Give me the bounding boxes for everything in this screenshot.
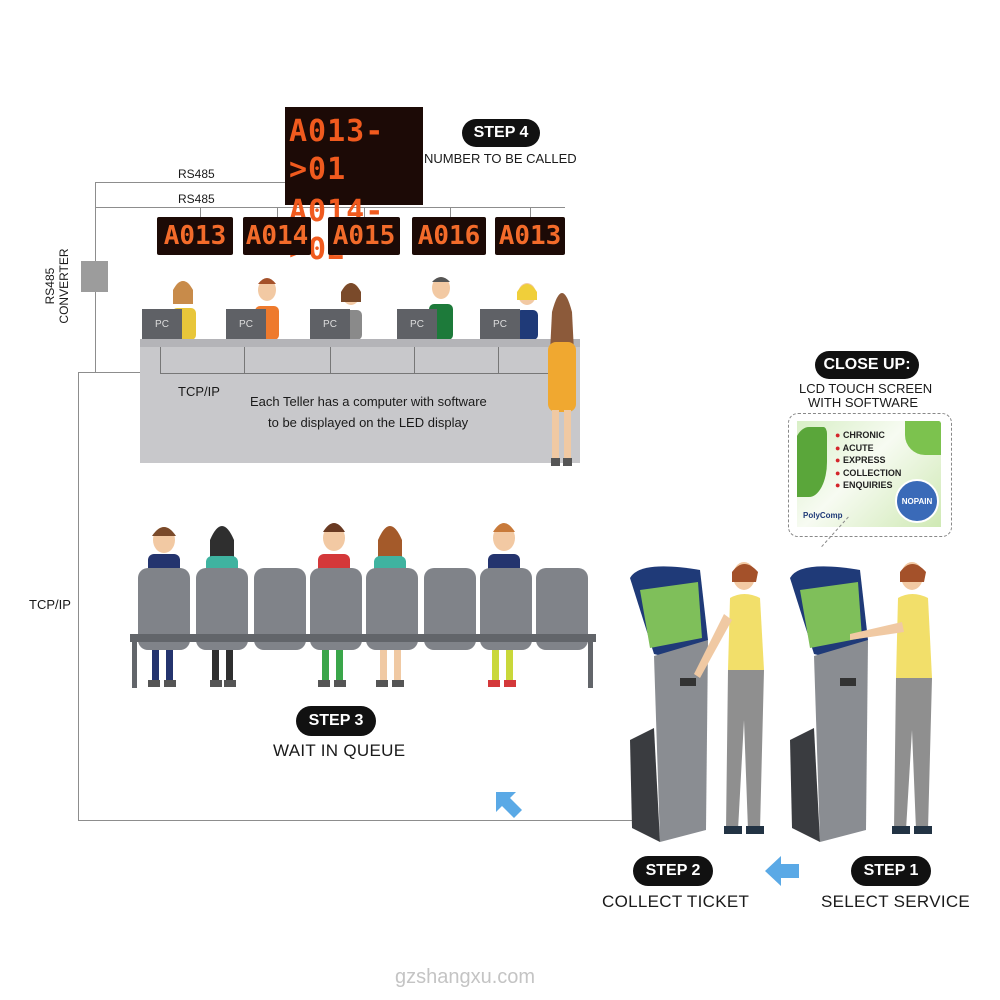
pc-monitor-4: PC xyxy=(397,309,437,339)
watermark: gzshangxu.com xyxy=(395,966,535,989)
leaf-decoration xyxy=(905,421,941,455)
kiosk-step2 xyxy=(620,560,780,850)
step4-pill: STEP 4 xyxy=(462,119,540,147)
tcpip-left-line xyxy=(78,372,79,820)
brand-logo: PolyComp xyxy=(803,511,843,520)
pc-label: PC xyxy=(155,319,169,330)
leaf-decoration xyxy=(797,427,827,497)
counter-display-5: A013 xyxy=(495,217,565,255)
lcd-screen-closeup: ● CHRONIC ● ACUTE ● EXPRESS ● COLLECTION… xyxy=(797,421,941,527)
counter-divider xyxy=(498,347,499,373)
rs485-vertical-line xyxy=(95,182,96,262)
rs485-line-top xyxy=(95,182,285,183)
counter-display-3: A015 xyxy=(328,217,400,255)
pc-monitor-5: PC xyxy=(480,309,520,339)
close-up-pill: CLOSE UP: xyxy=(815,351,919,379)
counter-divider xyxy=(244,347,245,373)
step1-caption: SELECT SERVICE xyxy=(821,892,970,912)
main-display-line1: A013->01 xyxy=(285,107,423,189)
arrow-step1-to-step2 xyxy=(765,856,801,886)
step2-pill: STEP 2 xyxy=(633,856,713,886)
pc-label: PC xyxy=(410,319,424,330)
drop-line xyxy=(450,207,451,217)
menu-item-express[interactable]: ● EXPRESS xyxy=(835,454,901,467)
tcpip-bottom-line xyxy=(78,820,638,821)
converter-down-line xyxy=(95,292,96,372)
kiosk-step1 xyxy=(780,560,960,850)
menu-item-enquiries[interactable]: ● ENQUIRIES xyxy=(835,479,901,492)
step2-caption: COLLECT TICKET xyxy=(602,892,749,912)
drop-line xyxy=(277,207,278,217)
pc-label: PC xyxy=(239,319,253,330)
counter-divider xyxy=(160,347,161,373)
arrow-step2-to-step3 xyxy=(494,790,524,820)
menu-item-collection[interactable]: ● COLLECTION xyxy=(835,467,901,480)
converter-label: RS485 CONVERTER xyxy=(43,231,71,341)
rs485-label-bottom: RS485 xyxy=(178,192,215,206)
counter-display-2: A014 xyxy=(243,217,311,255)
rs485-converter-box xyxy=(81,261,108,292)
counter-divider xyxy=(330,347,331,373)
rs485-label-top: RS485 xyxy=(178,167,215,181)
service-menu: ● CHRONIC ● ACUTE ● EXPRESS ● COLLECTION… xyxy=(835,429,901,492)
counter-note-line2: to be displayed on the LED display xyxy=(268,415,468,430)
pc-monitor-2: PC xyxy=(226,309,266,339)
step1-pill: STEP 1 xyxy=(851,856,931,886)
waiting-chairs xyxy=(130,510,600,690)
close-up-caption-line1: LCD TOUCH SCREEN xyxy=(799,381,932,396)
counter-note-line1: Each Teller has a computer with software xyxy=(250,394,487,409)
pc-monitor-1: PC xyxy=(142,309,182,339)
counter-display-1: A013 xyxy=(157,217,233,255)
pc-label: PC xyxy=(493,319,507,330)
nopain-badge: NOPAIN xyxy=(895,479,939,523)
counter-rail xyxy=(160,373,560,374)
tcpip-top-line xyxy=(78,372,140,373)
drop-line xyxy=(200,207,201,217)
pc-monitor-3: PC xyxy=(310,309,350,339)
pc-label: PC xyxy=(323,319,337,330)
step3-pill: STEP 3 xyxy=(296,706,376,736)
counter-display-4: A016 xyxy=(412,217,486,255)
counter-top-edge xyxy=(140,339,580,347)
step3-caption: WAIT IN QUEUE xyxy=(273,741,405,761)
counter-tcpip-label: TCP/IP xyxy=(178,384,220,399)
step4-caption: NUMBER TO BE CALLED xyxy=(424,151,577,166)
service-counter: TCP/IP Each Teller has a computer with s… xyxy=(140,339,580,463)
drop-line xyxy=(530,207,531,217)
left-tcpip-label: TCP/IP xyxy=(29,597,71,612)
menu-item-chronic[interactable]: ● CHRONIC xyxy=(835,429,901,442)
waiting-legs xyxy=(148,650,516,687)
main-led-display: A013->01 A014->02 xyxy=(285,107,423,205)
counter-divider xyxy=(414,347,415,373)
close-up-caption-line2: WITH SOFTWARE xyxy=(808,395,918,410)
menu-item-acute[interactable]: ● ACUTE xyxy=(835,442,901,455)
customer-at-counter xyxy=(540,282,584,468)
